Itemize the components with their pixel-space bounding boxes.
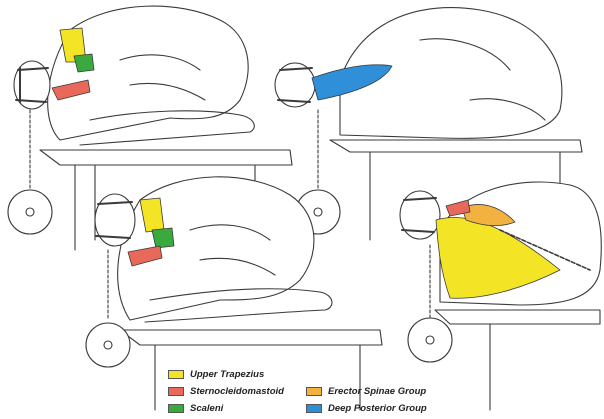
legend-label: Sternocleidomastoid — [190, 385, 284, 397]
panel-side-lying-bottom-left — [85, 176, 383, 411]
legend-swatch — [168, 403, 184, 413]
panel-side-lying-top-left — [7, 5, 293, 251]
panel-prone-bottom-right — [399, 181, 602, 411]
deep-posterior-muscle — [311, 64, 393, 101]
legend-label: Deep Posterior Group — [328, 402, 427, 414]
erector-spinae-muscle — [461, 204, 516, 226]
legend-item-erector-spinae: Erector Spinae Group — [306, 384, 426, 398]
legend-item-scaleni: Scaleni — [168, 401, 223, 415]
legend-swatch — [306, 403, 322, 413]
sternocleidomastoid-muscle — [445, 199, 471, 217]
muscle-legend: Upper Trapezius Sternocleidomastoid Scal… — [168, 366, 468, 418]
legend-label: Upper Trapezius — [190, 368, 265, 380]
panel-prone-top-right — [274, 7, 583, 241]
scaleni-muscle — [73, 53, 95, 73]
legend-label: Erector Spinae Group — [328, 385, 427, 397]
legend-swatch — [168, 369, 184, 379]
legend-item-upper-trapezius: Upper Trapezius — [168, 367, 264, 381]
scaleni-muscle — [151, 227, 175, 249]
legend-label: Scaleni — [190, 402, 224, 414]
legend-swatch — [306, 386, 322, 396]
sternocleidomastoid-muscle — [127, 245, 163, 267]
legend-item-deep-posterior: Deep Posterior Group — [306, 401, 427, 415]
legend-swatch — [168, 386, 184, 396]
sternocleidomastoid-muscle — [51, 79, 91, 101]
legend-item-sternocleidomastoid: Sternocleidomastoid — [168, 384, 284, 398]
